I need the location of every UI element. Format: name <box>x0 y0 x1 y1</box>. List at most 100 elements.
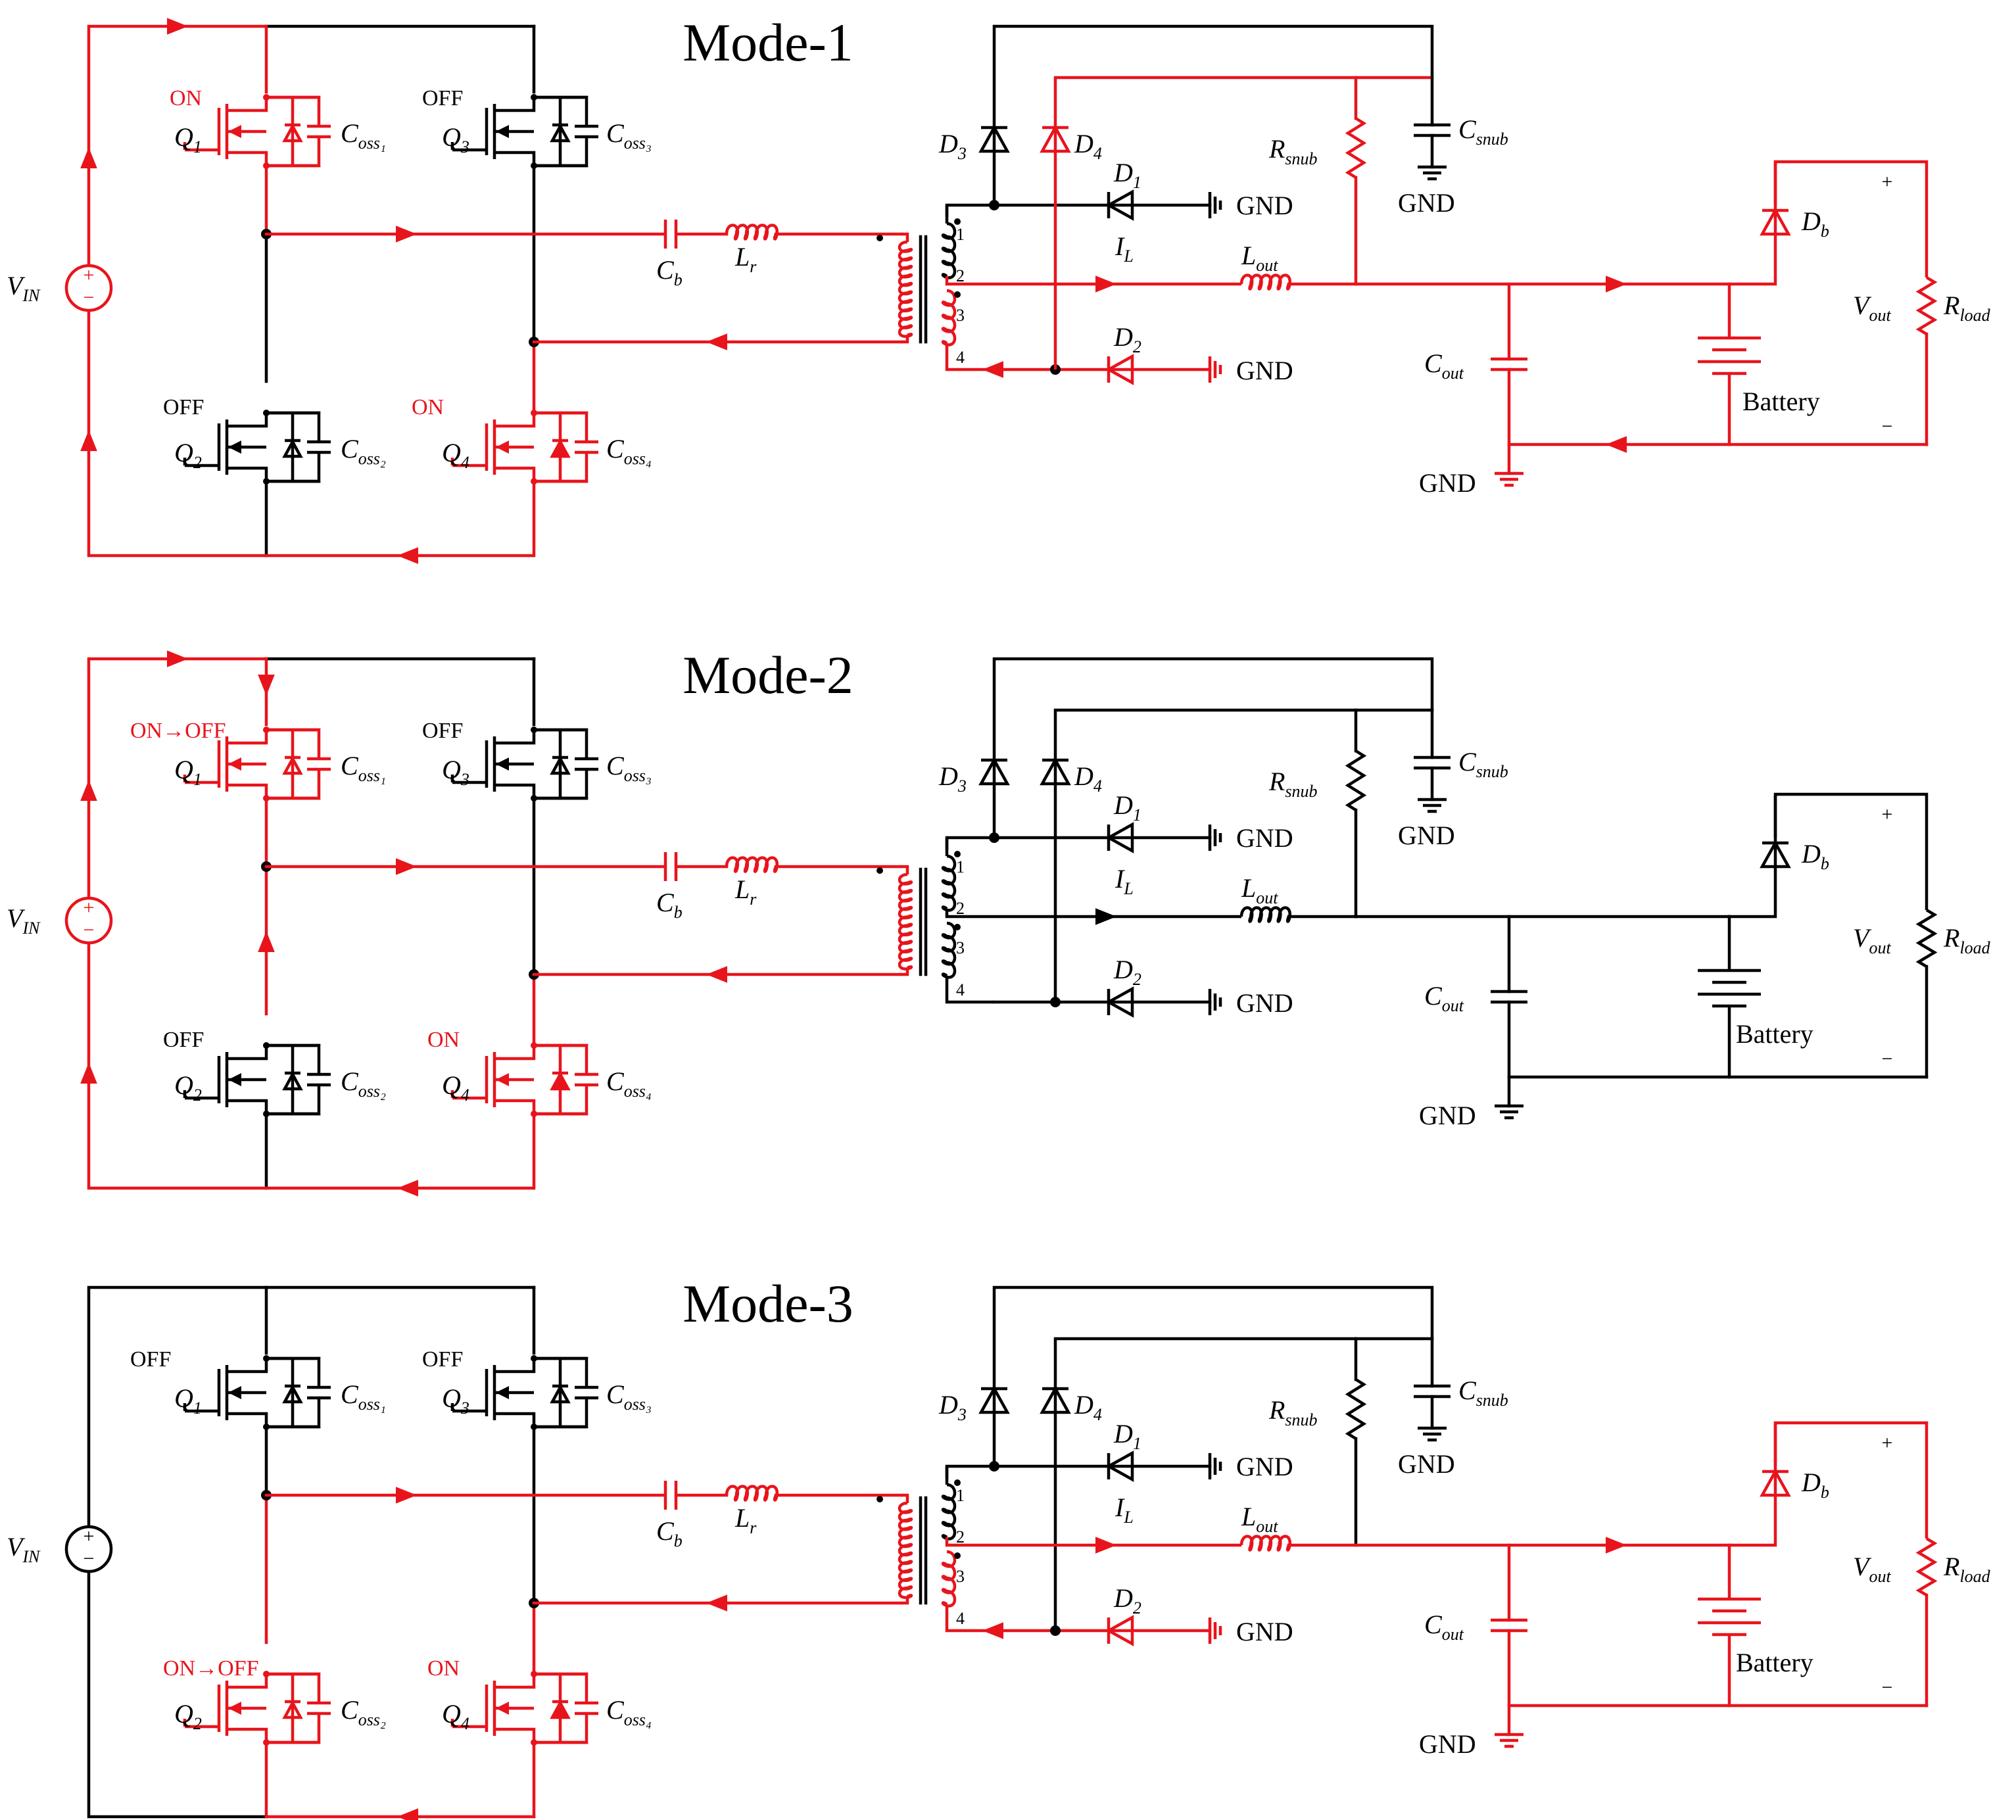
diode-db <box>1760 207 1791 236</box>
d4-clamp-wire <box>1053 1337 1356 1631</box>
vin-plus-sign: + <box>84 264 95 286</box>
current-arrow <box>1606 1537 1627 1554</box>
vin-label: VIN <box>7 903 41 938</box>
d3-clamp-wire <box>992 24 1434 205</box>
coss2-label: Coss₂ <box>341 1695 386 1729</box>
current-arrow <box>396 226 417 243</box>
vin-plus-sign: + <box>84 1525 95 1547</box>
mosfet-q2 <box>183 410 331 485</box>
load-top-wire <box>1773 792 1929 910</box>
resistor-rsnub <box>1345 750 1367 811</box>
winding-2-label: 2 <box>956 1527 965 1546</box>
voltage-source-vin <box>64 896 113 945</box>
winding-1-label: 1 <box>956 225 965 244</box>
mode-panel-1: Mode-1+−VINONOFFOFFONQ1Q2Q3Q4Coss₁Coss₂C… <box>7 12 1991 564</box>
vin-minus-sign: − <box>84 287 95 308</box>
capacitor-cb <box>663 852 678 881</box>
mosfet-q4 <box>450 1042 598 1117</box>
sec-node1-wire <box>945 1464 994 1485</box>
diode-d2 <box>1105 354 1134 385</box>
current-arrow <box>397 1808 418 1820</box>
d2-label: D2 <box>1113 955 1141 989</box>
q1-state-label: ON→OFF <box>130 719 226 743</box>
current-arrow <box>1095 908 1116 925</box>
current-arrow <box>397 1180 418 1197</box>
q4-state-label: ON <box>427 1656 460 1681</box>
current-arrow <box>80 1063 97 1084</box>
cout-label: Cout <box>1424 348 1464 383</box>
ground-symbol <box>1208 1453 1222 1479</box>
d4-label: D4 <box>1074 1390 1102 1424</box>
d4-clamp-wire <box>1053 76 1356 370</box>
junction-dot <box>531 410 537 416</box>
coss4-label: Coss₄ <box>606 1066 652 1101</box>
ground-symbol <box>1208 1617 1222 1644</box>
sec-node1-wire <box>945 203 994 224</box>
q4-label: Q4 <box>442 1699 469 1733</box>
ct-wire <box>945 909 1241 919</box>
voltage-source-vin <box>64 264 113 312</box>
current-arrow <box>396 858 417 875</box>
ground-symbol <box>1495 471 1524 487</box>
winding-2-label: 2 <box>956 899 965 918</box>
gnd-label-d2: GND <box>1236 1617 1293 1646</box>
transformer-winding <box>941 1550 957 1608</box>
vout-plus-sign: + <box>1882 803 1893 825</box>
transformer-winding <box>898 1501 913 1599</box>
coss3-label: Coss₃ <box>606 751 652 785</box>
battery-symbol <box>1698 336 1761 375</box>
ground-symbol <box>1208 192 1222 218</box>
q4-label: Q4 <box>442 438 469 472</box>
vin-top-wire <box>87 24 266 279</box>
transformer-winding <box>898 873 913 970</box>
junction-dot <box>531 1355 537 1362</box>
polarity-dot <box>954 1552 961 1559</box>
capacitor-csnub <box>1414 123 1451 137</box>
coss1-label: Coss₁ <box>341 751 386 785</box>
rsnub-label: Rsnub <box>1268 134 1318 168</box>
capacitor-cout <box>1491 357 1527 371</box>
q2-state-label: OFF <box>163 1028 204 1052</box>
junction-dot <box>531 94 537 101</box>
diode-db <box>1760 1468 1791 1497</box>
q2-label: Q2 <box>174 1699 202 1733</box>
winding-1-label: 1 <box>956 857 965 876</box>
resistor-rload <box>1915 909 1938 968</box>
lr-label: Lr <box>734 242 757 276</box>
vin-label: VIN <box>7 1532 41 1566</box>
mosfet-q3 <box>450 727 598 802</box>
transformer-winding <box>941 222 957 279</box>
q3-label: Q3 <box>442 1383 469 1418</box>
polarity-dot <box>954 291 961 298</box>
mosfet-q1 <box>183 1355 331 1430</box>
capacitor-cb <box>663 220 678 249</box>
current-arrow <box>80 147 97 168</box>
q4-state-label: ON <box>412 395 444 419</box>
d3-label: D3 <box>938 1390 967 1424</box>
q3-state-label: OFF <box>422 86 463 110</box>
diode-d1 <box>1105 1450 1134 1482</box>
mosfet-q3 <box>450 94 598 169</box>
cout-label: Cout <box>1424 1610 1464 1644</box>
d2-label: D2 <box>1113 322 1141 356</box>
q2-state-label: OFF <box>163 395 204 419</box>
d3-clamp-wire <box>992 657 1434 838</box>
junction-dot <box>263 1355 270 1362</box>
junction-dot <box>531 1671 537 1677</box>
diode-d4 <box>1040 1385 1071 1414</box>
inductor-lout <box>1239 906 1291 923</box>
il-label: IL <box>1115 231 1134 266</box>
transformer-winding <box>941 921 957 979</box>
diode-d1 <box>1105 189 1134 221</box>
polarity-dot <box>876 1496 883 1502</box>
mosfet-q2 <box>183 1671 331 1746</box>
winding-3-label: 3 <box>956 1567 965 1586</box>
db-label: Db <box>1801 839 1829 873</box>
resistor-rload <box>1915 1537 1938 1596</box>
polarity-dot <box>954 1479 961 1486</box>
vin-label: VIN <box>7 271 41 305</box>
gnd-label-d2: GND <box>1236 988 1293 1018</box>
load-top-wire <box>1773 160 1929 277</box>
vout-label: Vout <box>1853 1552 1891 1586</box>
rsnub-label: Rsnub <box>1268 767 1318 801</box>
